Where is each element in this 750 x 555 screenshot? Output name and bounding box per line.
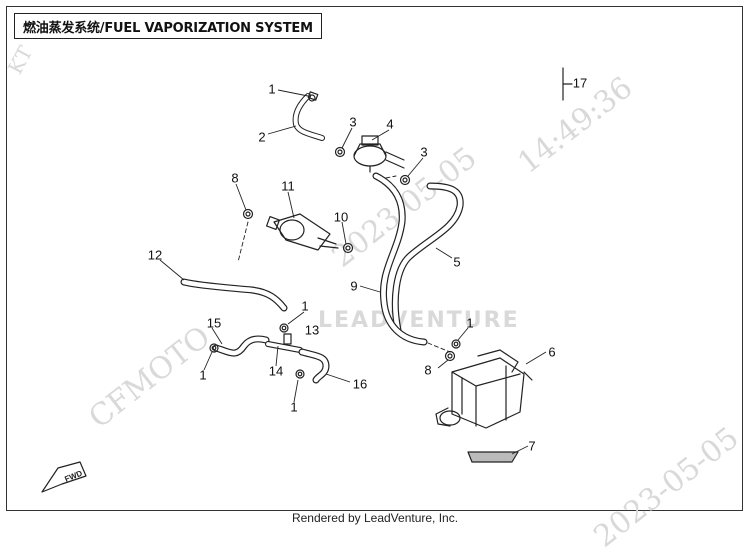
clamp-part-10 — [342, 242, 354, 254]
callout-part-4: 4 — [386, 116, 394, 132]
leader-lines — [237, 175, 451, 353]
callout-part-12: 12 — [147, 247, 163, 263]
callout-part-1b: 1 — [301, 298, 309, 314]
clamp-part-1 — [209, 94, 461, 379]
pad-part-7 — [467, 451, 519, 463]
hose-part-9 — [372, 172, 428, 346]
callout-leaders — [159, 83, 572, 455]
callout-part-10: 10 — [333, 209, 349, 225]
fwd-arrow — [41, 461, 87, 493]
diagram-canvas: KT CFMOTO LEADVENTURE 2023-05-05 14:49:3… — [3, 6, 745, 555]
callout-part-7: 7 — [528, 438, 536, 454]
clamp-part-8 — [242, 208, 456, 362]
hose-part-12 — [180, 278, 288, 312]
callout-part-9: 9 — [350, 278, 358, 294]
diagram-border — [6, 6, 743, 511]
callout-part-3: 3 — [349, 114, 357, 130]
callout-part-1: 1 — [268, 81, 276, 97]
canister-part-6 — [435, 349, 533, 429]
parts-drawing: FWD — [41, 67, 573, 493]
hose-part-2 — [292, 91, 325, 141]
callout-part-11: 11 — [281, 178, 295, 194]
hose-part-5 — [391, 182, 464, 334]
callout-part-1e: 1 — [290, 399, 298, 415]
callout-part-6: 6 — [548, 344, 556, 360]
clamp-part-13 — [279, 323, 289, 333]
callout-part-8: 8 — [231, 170, 239, 186]
callout-part-1c: 1 — [199, 367, 207, 383]
callout-part-13: 13 — [304, 322, 320, 338]
valve-part-4 — [353, 135, 405, 173]
callout-part-16: 16 — [352, 376, 368, 392]
hose-part-16 — [298, 348, 330, 384]
footer-credit: Rendered by LeadVenture, Inc. — [291, 511, 459, 525]
callout-part-15: 15 — [206, 315, 222, 331]
callout-part-14: 14 — [268, 363, 284, 379]
diagram-title: 燃油蒸发系统/FUEL VAPORIZATION SYSTEM — [14, 13, 322, 39]
callout-part-8b: 8 — [424, 362, 432, 378]
callout-part-2: 2 — [258, 129, 266, 145]
valve-part-11 — [265, 213, 339, 251]
hose-part-15 — [212, 335, 270, 357]
callout-part-3b: 3 — [420, 144, 428, 160]
callout-part-17: 17 — [572, 75, 588, 91]
clamp-part-3 — [334, 146, 411, 186]
tee-part-14 — [265, 333, 303, 353]
callout-part-5: 5 — [453, 254, 461, 270]
callout-part-1d: 1 — [466, 315, 474, 331]
